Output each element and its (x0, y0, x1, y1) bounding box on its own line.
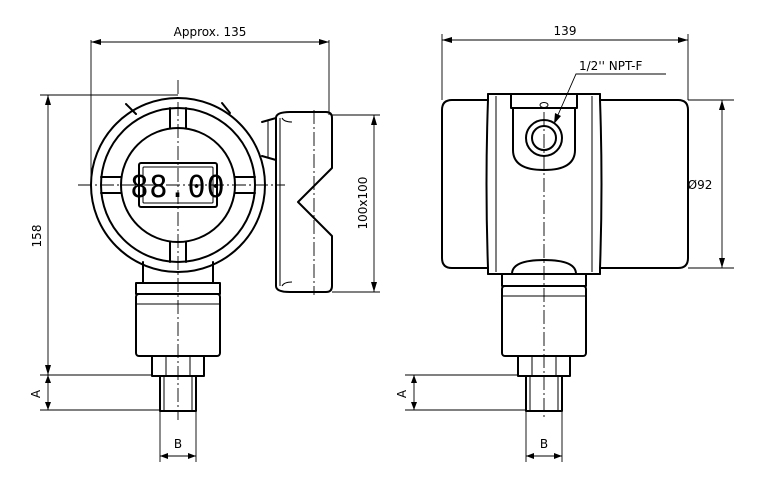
port-label: 1/2'' NPT-F (579, 59, 642, 73)
side-view (441, 93, 689, 420)
mounting-bracket (275, 111, 333, 293)
side-dimensions: 139 1/2'' NPT-F Ø92 A B (395, 24, 734, 462)
cable-gland (261, 117, 277, 161)
left-end-cap (441, 99, 489, 269)
dimension-b-label: B (174, 437, 182, 451)
side-dimension-b-label: B (540, 437, 548, 451)
side-neck (511, 259, 577, 275)
front-dimensions: Approx. 135 158 A B 100x100 (29, 25, 380, 462)
front-view: 88.00 (78, 80, 333, 420)
grounding-screw-icon (539, 102, 549, 108)
dimension-side-width-label: 139 (554, 24, 577, 38)
right-end-cap (599, 99, 689, 269)
lcd-reading: 88.00 (130, 170, 225, 205)
conduit-boss-top (510, 93, 578, 109)
dimension-bracket-label: 100x100 (356, 177, 370, 230)
dimension-height-label: 158 (30, 225, 44, 248)
side-dimension-a-label: A (395, 389, 409, 398)
screw-icon (221, 102, 231, 114)
dimension-diameter-label: Ø92 (688, 178, 713, 192)
dimension-width-label: Approx. 135 (174, 25, 247, 39)
screw-icon (125, 103, 137, 115)
dimension-a-label: A (29, 389, 43, 398)
